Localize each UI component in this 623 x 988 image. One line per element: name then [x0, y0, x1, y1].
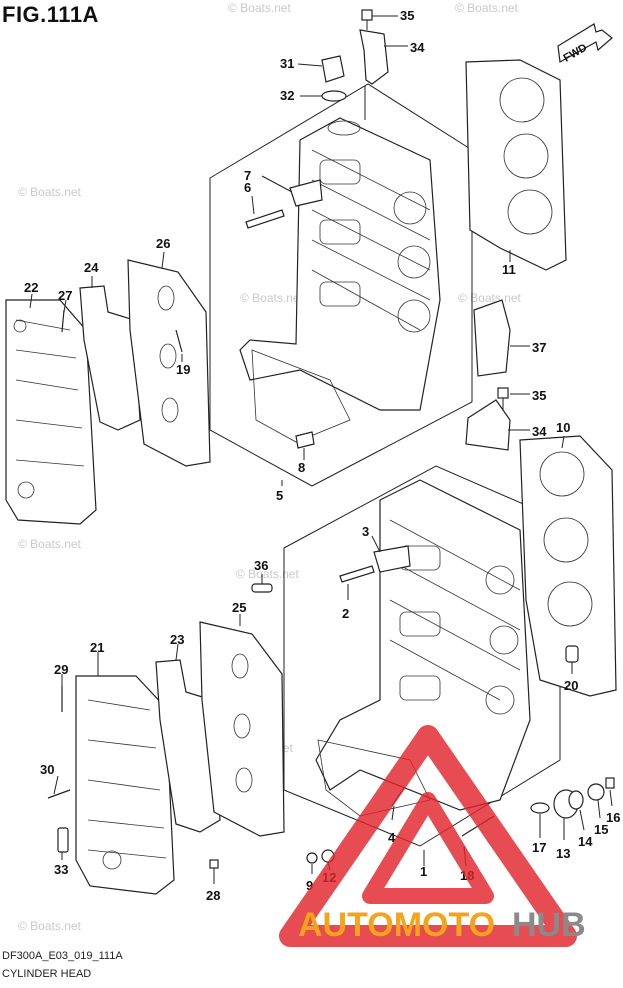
bolt-part-2 [339, 565, 375, 583]
fwd-arrow: FWD [557, 23, 613, 65]
callout-label: 27 [58, 288, 72, 303]
brand-name-part2: HUB [512, 906, 586, 944]
watermark: © Boats.net [458, 291, 522, 305]
dowel-part-36 [251, 583, 273, 593]
bracket-part-34-mid [465, 399, 511, 451]
callout-label: 7 [244, 168, 251, 183]
callout-label: 34 [532, 424, 547, 439]
callout-label: 15 [594, 822, 608, 837]
callout-label: 24 [84, 260, 99, 275]
watermark: © Boats.net [18, 919, 82, 933]
bolt-part-28 [209, 859, 219, 869]
figure-code: DF300A_E03_019_111A [2, 950, 123, 962]
bracket-part-3 [373, 545, 411, 573]
clip-part-8 [295, 431, 315, 449]
watermark: © Boats.net [455, 1, 519, 15]
brand-logo: AUTOMOTO HUB [279, 725, 586, 947]
bolt-part-19 [175, 329, 183, 353]
callout-label: 6 [244, 180, 251, 195]
small-parts-right [530, 777, 615, 819]
watermark: © Boats.net [228, 1, 292, 15]
plug-part-31 [321, 55, 345, 83]
bracket-part-37 [473, 299, 511, 377]
washer-part-9 [306, 852, 318, 864]
cam-cover-part-22 [5, 299, 97, 525]
callout-label: 19 [176, 362, 190, 377]
plug-part-33 [57, 827, 69, 853]
watermark: © Boats.net [240, 291, 304, 305]
bracket-part-34-top [359, 29, 389, 85]
plate-part-24 [79, 285, 141, 431]
bolt-part-35-mid [497, 387, 509, 410]
upper-head-frame [209, 83, 473, 487]
callout-label: 5 [276, 488, 283, 503]
upper-cylinder-head [239, 117, 441, 443]
callout-label: 16 [606, 810, 620, 825]
callout-label: 14 [578, 834, 593, 849]
callout-label: 22 [24, 280, 38, 295]
bracket-part-7 [289, 179, 323, 207]
callout-label: 34 [410, 40, 425, 55]
callout-label: 21 [90, 640, 104, 655]
callout-label: 11 [502, 262, 516, 277]
callout-label: 29 [54, 662, 68, 677]
gasket-part-26 [127, 259, 211, 467]
callout-label: 33 [54, 862, 68, 877]
gasket-part-11 [465, 59, 567, 271]
dowel-part-20 [565, 645, 579, 663]
brand-name-part1: AUTOMOTO [298, 906, 495, 944]
callout-label: 8 [298, 460, 305, 475]
watermark: © Boats.net [18, 185, 82, 199]
callout-group: 35 34 31 32 7 6 26 24 22 27 19 11 37 35 … [24, 8, 620, 903]
figure-caption: CYLINDER HEAD [2, 968, 92, 980]
callout-label: 13 [556, 846, 570, 861]
watermark: © Boats.net [18, 537, 82, 551]
bolt-part-27 [61, 309, 65, 333]
callout-label: 28 [206, 888, 220, 903]
oring-part-32 [321, 90, 347, 102]
callout-label: 2 [342, 606, 349, 621]
bolt-part-35-top [361, 9, 373, 30]
callout-label: 36 [254, 558, 268, 573]
gasket-part-10 [519, 435, 617, 697]
callout-label: 35 [532, 388, 546, 403]
callout-label: 1 [420, 864, 427, 879]
callout-label: 37 [532, 340, 546, 355]
callout-label: 31 [280, 56, 294, 71]
callout-label: 17 [532, 840, 546, 855]
callout-label: 32 [280, 88, 294, 103]
callout-label: 23 [170, 632, 184, 647]
callout-label: 30 [40, 762, 54, 777]
gasket-part-25 [199, 621, 285, 837]
cam-cover-part-21 [75, 675, 175, 895]
bolt-part-6 [245, 209, 285, 229]
callout-label: 10 [556, 420, 570, 435]
callout-label: 20 [564, 678, 578, 693]
figure-title: FIG.111A [2, 2, 99, 27]
callout-label: 3 [362, 524, 369, 539]
callout-label: 26 [156, 236, 170, 251]
callout-label: 35 [400, 8, 414, 23]
callout-label: 25 [232, 600, 246, 615]
bolt-part-30 [47, 789, 71, 799]
callout-label: 4 [388, 830, 396, 845]
lower-cylinder-head [315, 479, 531, 817]
callout-label: 9 [306, 878, 313, 893]
